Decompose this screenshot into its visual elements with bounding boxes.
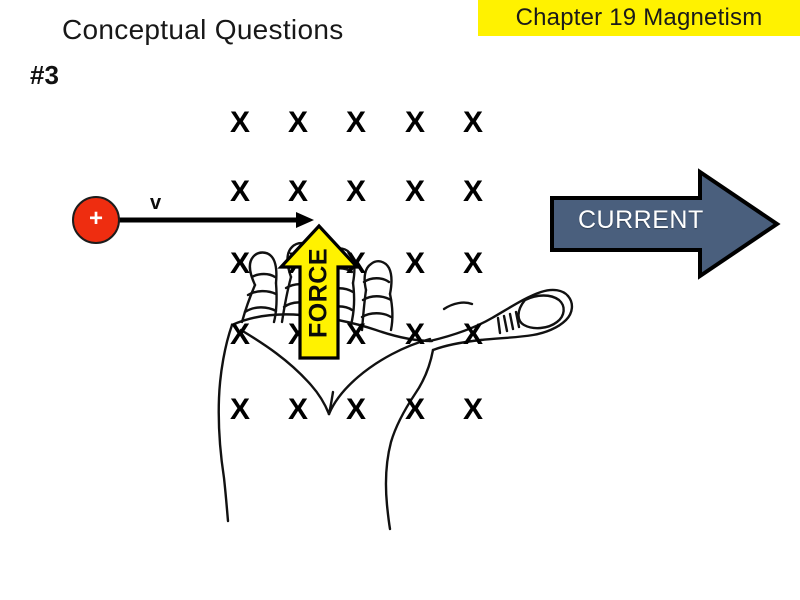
charge-sign-label: + xyxy=(88,205,103,232)
question-number-label: #3 xyxy=(30,60,59,90)
current-arrow-label: CURRENT xyxy=(578,206,704,234)
positive-charge-particle: + xyxy=(72,196,120,244)
page-title: Conceptual Questions xyxy=(62,14,344,45)
chapter-banner: Chapter 19 Magnetism xyxy=(478,0,800,36)
force-arrow-label: FORCE xyxy=(304,248,333,338)
velocity-label: v xyxy=(150,192,162,214)
chapter-banner-text: Chapter 19 Magnetism xyxy=(515,4,763,31)
